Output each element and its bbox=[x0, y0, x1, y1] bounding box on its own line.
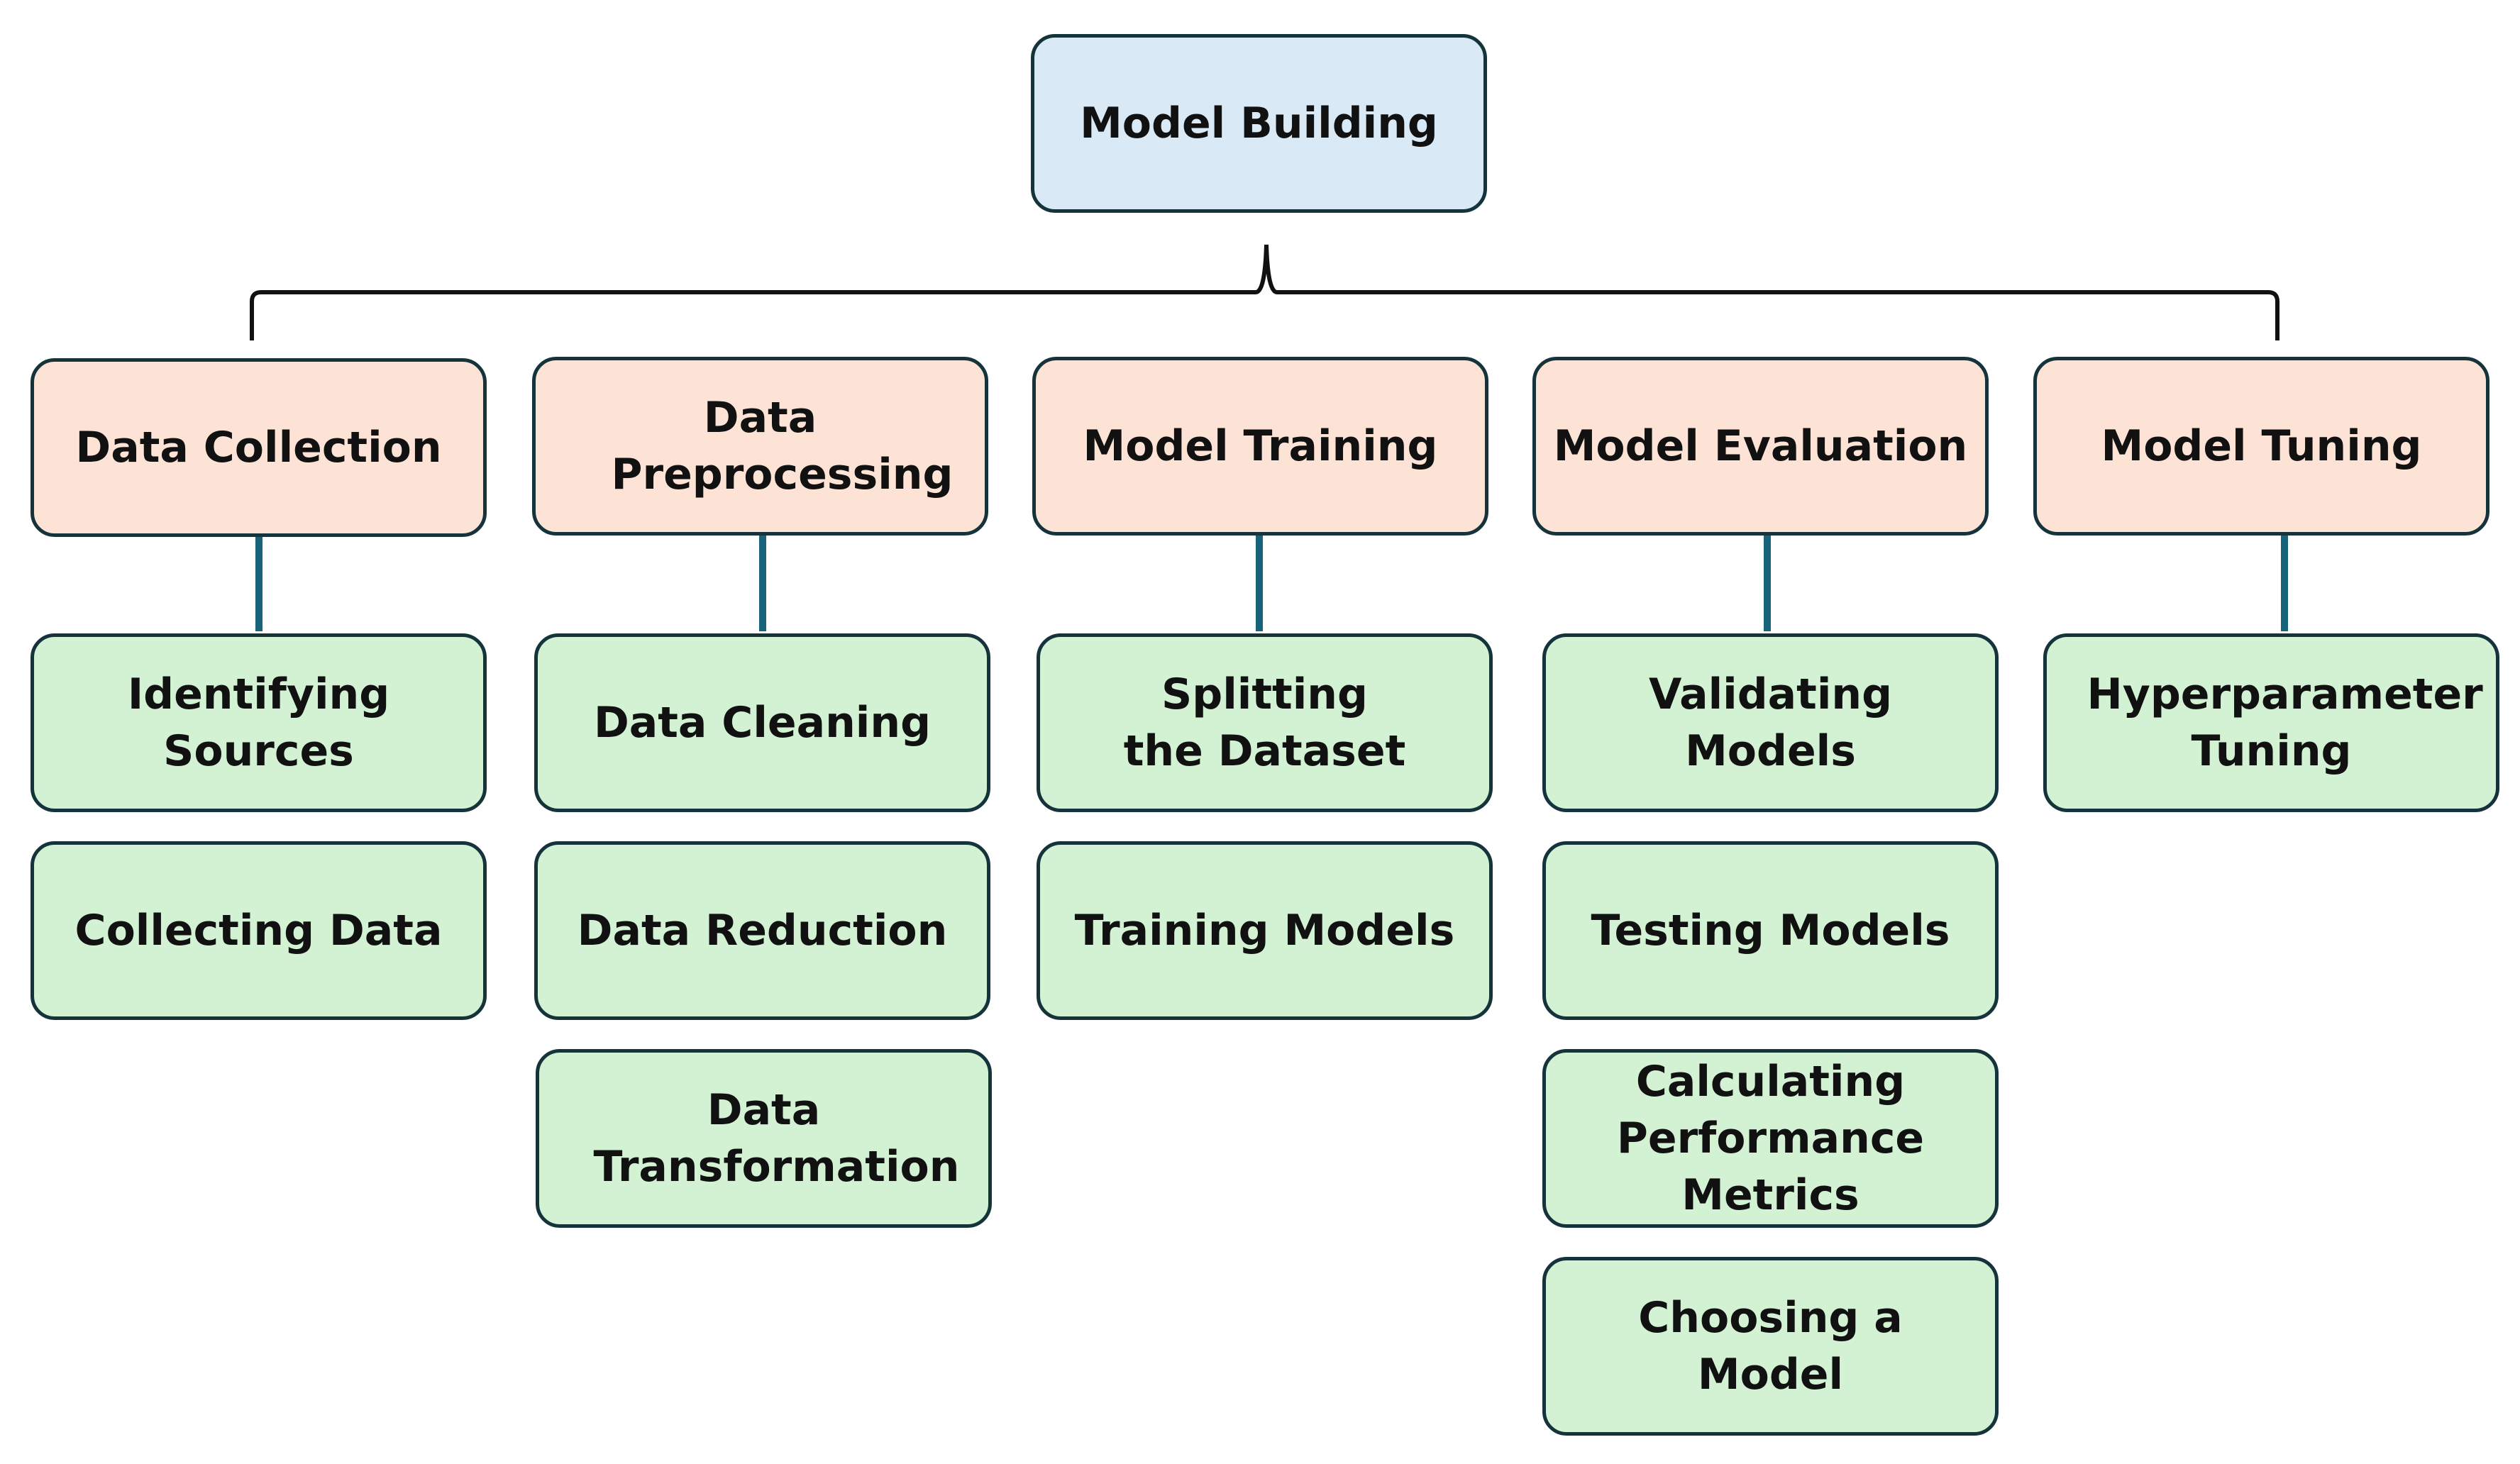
stage-node-model-evaluation: Model Evaluation bbox=[1532, 357, 1989, 536]
task-node-label: Testing Models bbox=[1591, 906, 1950, 955]
task-node-data-reduction: Data Reduction bbox=[534, 841, 990, 1020]
root-node-model-building: Model Building bbox=[1031, 34, 1487, 213]
task-node-label: Identifying Sources bbox=[127, 670, 390, 776]
stage-node-data-collection: Data Collection bbox=[31, 358, 487, 537]
task-node-label: Training Models bbox=[1074, 906, 1455, 955]
task-node-label: Hyperparameter Tuning bbox=[2087, 670, 2483, 776]
stage-node-data-preprocessing: Data Preprocessing bbox=[532, 357, 988, 536]
task-node-data-cleaning: Data Cleaning bbox=[534, 633, 990, 812]
task-node-label: Collecting Data bbox=[74, 906, 443, 955]
task-node-label: Choosing a Model bbox=[1638, 1293, 1903, 1399]
stage-node-label: Model Tuning bbox=[2101, 421, 2422, 471]
task-node-label: Data Cleaning bbox=[593, 698, 932, 748]
task-node-collecting-data: Collecting Data bbox=[31, 841, 487, 1020]
task-node-data-transformation: Data Transformation bbox=[536, 1049, 992, 1228]
task-node-label: Splitting the Dataset bbox=[1123, 670, 1406, 776]
task-node-calculating-performance-metrics: Calculating Performance Metrics bbox=[1542, 1049, 1999, 1228]
task-node-label: Calculating Performance Metrics bbox=[1616, 1057, 1925, 1220]
stage-node-model-training: Model Training bbox=[1032, 357, 1488, 536]
root-node-label: Model Building bbox=[1080, 99, 1438, 148]
task-node-validating-models: Validating Models bbox=[1542, 633, 1999, 812]
stage-node-label: Data Preprocessing bbox=[611, 393, 954, 499]
stage-node-label: Data Collection bbox=[75, 423, 442, 472]
task-node-label: Data Transformation bbox=[593, 1085, 960, 1192]
task-node-training-models: Training Models bbox=[1037, 841, 1493, 1020]
task-node-label: Data Reduction bbox=[577, 906, 948, 955]
task-node-testing-models: Testing Models bbox=[1542, 841, 1999, 1020]
task-node-splitting-the-dataset: Splitting the Dataset bbox=[1037, 633, 1493, 812]
stage-node-label: Model Training bbox=[1083, 421, 1438, 471]
stage-node-model-tuning: Model Tuning bbox=[2033, 357, 2489, 536]
task-node-choosing-a-model: Choosing a Model bbox=[1542, 1257, 1999, 1436]
task-node-label: Validating Models bbox=[1648, 670, 1893, 776]
stage-node-label: Model Evaluation bbox=[1553, 421, 1968, 471]
root-bracket bbox=[250, 244, 2279, 340]
task-node-hyperparameter-tuning: Hyperparameter Tuning bbox=[2043, 633, 2499, 812]
task-node-identifying-sources: Identifying Sources bbox=[31, 633, 487, 812]
